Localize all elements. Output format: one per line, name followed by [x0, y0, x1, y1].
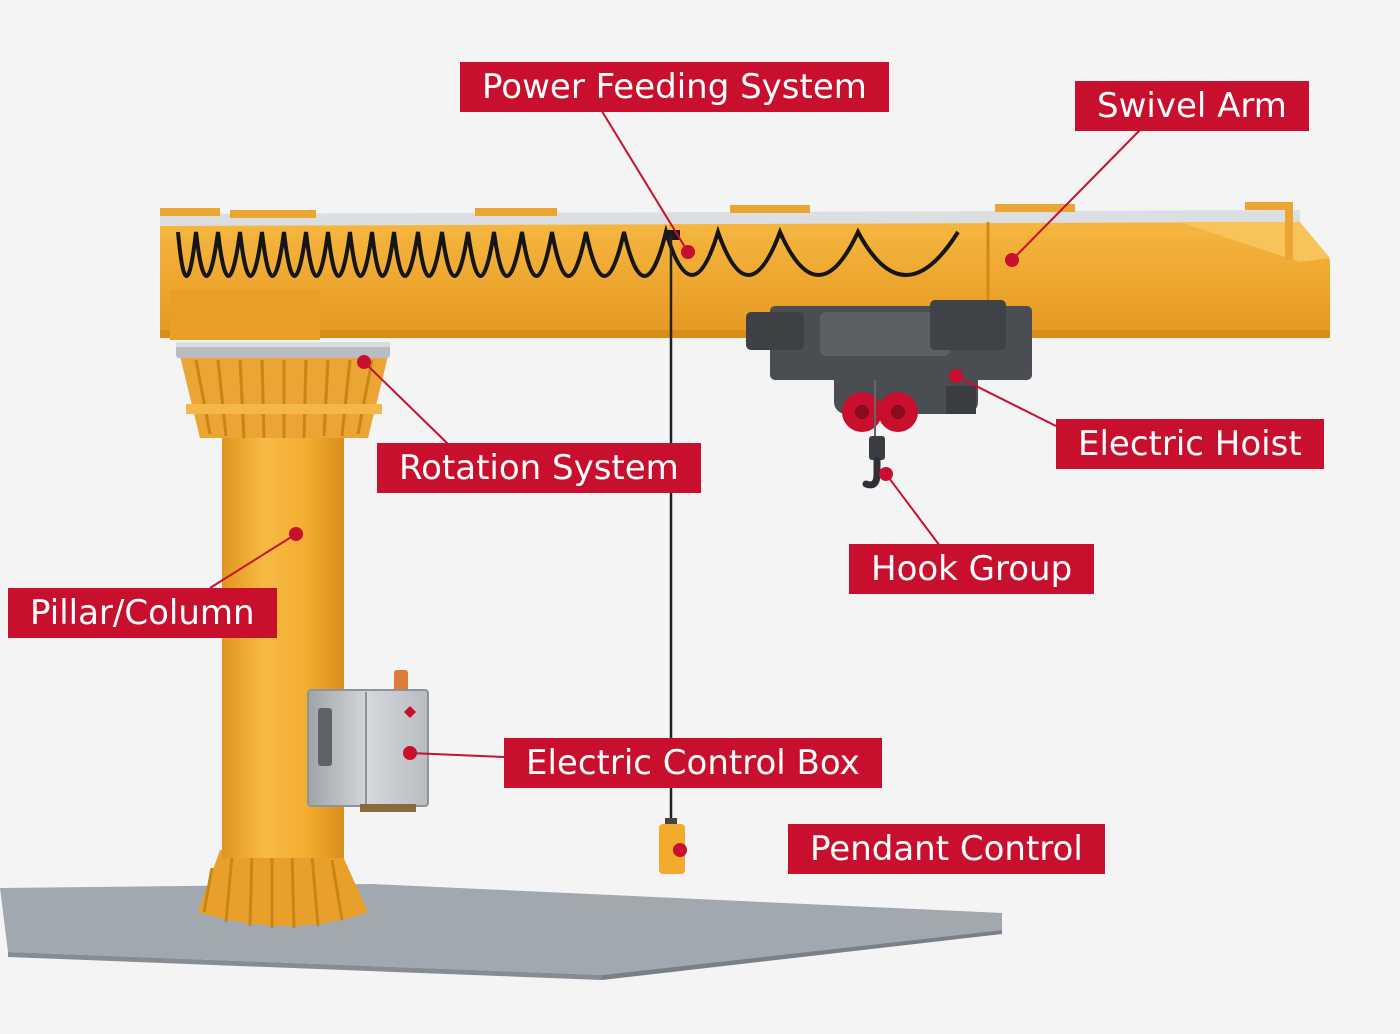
label-power-feeding-system: Power Feeding System — [460, 62, 889, 112]
power-feeding-system — [176, 224, 960, 278]
label-hook-group: Hook Group — [849, 544, 1095, 594]
swivel-arm — [160, 202, 1330, 340]
label-swivel-arm: Swivel Arm — [1075, 81, 1309, 131]
pillar-base-flange — [198, 850, 368, 929]
label-electric-hoist: Electric Hoist — [1056, 419, 1324, 469]
pendant-control — [659, 236, 685, 874]
base-floor-plate — [0, 884, 1002, 980]
rotation-system — [176, 342, 390, 439]
label-pillar-column: Pillar/Column — [8, 588, 277, 638]
label-pendant-control: Pendant Control — [788, 824, 1105, 874]
hook-group — [862, 380, 885, 489]
electric-control-box — [307, 670, 429, 812]
leader-lines — [209, 107, 1141, 857]
label-rotation-system: Rotation System — [377, 443, 701, 493]
label-electric-control-box: Electric Control Box — [504, 738, 882, 788]
electric-hoist — [746, 300, 1032, 432]
